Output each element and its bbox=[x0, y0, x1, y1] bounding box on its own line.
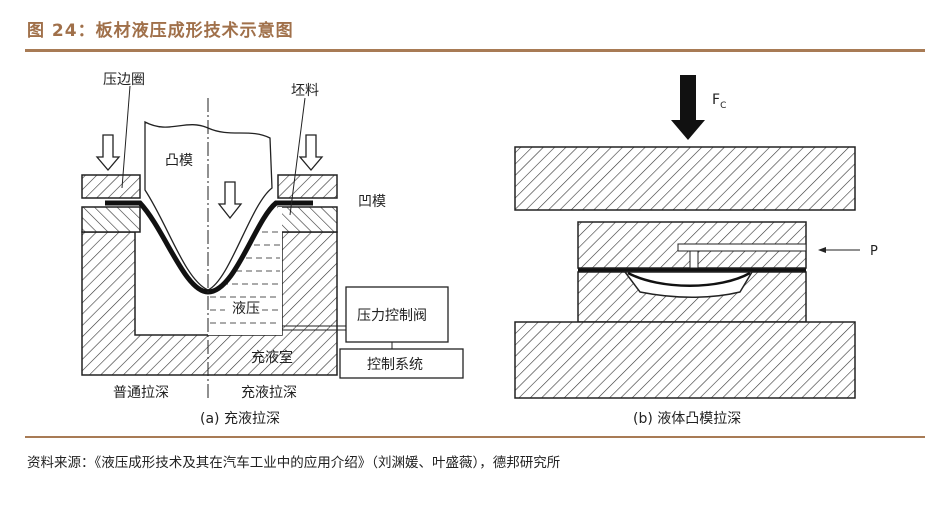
force-arrow-icon bbox=[671, 75, 705, 140]
die-top-left bbox=[81, 206, 141, 233]
pressure-valve-box bbox=[345, 286, 449, 343]
label-valve: 压力控制阀 bbox=[357, 308, 427, 324]
blank-holder-left bbox=[81, 174, 141, 199]
die-top-right bbox=[277, 206, 338, 233]
diagram-a: 压边圈 坯料 凸模 凹模 液压 充液室 压力控制阀 控制系统 普通拉深 充液拉深… bbox=[81, 72, 464, 427]
punch bbox=[144, 120, 273, 291]
pressure-label: P bbox=[870, 244, 878, 259]
figure-title: 图 24：板材液压成形技术示意图 bbox=[27, 21, 294, 41]
label-die: 凹模 bbox=[358, 194, 386, 210]
inlet-channel bbox=[677, 243, 807, 252]
down-arrow-icon bbox=[298, 134, 324, 172]
liquid-dashes bbox=[210, 231, 280, 324]
label-hydraulic: 液压 bbox=[232, 301, 260, 317]
liquid bbox=[208, 207, 282, 335]
force-label: FC bbox=[712, 92, 726, 111]
label-blank: 坯料 bbox=[291, 83, 319, 99]
control-system-box bbox=[339, 348, 464, 379]
label-hydro: 充液拉深 bbox=[241, 385, 297, 401]
label-chamber: 充液室 bbox=[251, 349, 293, 366]
down-arrow-icon bbox=[95, 134, 121, 172]
caption-b: (b) 液体凸模拉深 bbox=[633, 411, 741, 427]
caption-a: (a) 充液拉深 bbox=[200, 411, 280, 427]
bottom-plate bbox=[514, 321, 856, 399]
label-punch: 凸模 bbox=[165, 153, 193, 169]
label-conventional: 普通拉深 bbox=[113, 385, 169, 401]
label-control: 控制系统 bbox=[367, 357, 423, 373]
bottom-divider bbox=[25, 436, 925, 438]
source-note: 资料来源：《液压成形技术及其在汽车工业中的应用介绍》（刘渊媛、叶盛薇），德邦研究… bbox=[27, 455, 561, 471]
label-blank-holder: 压边圈 bbox=[103, 72, 145, 88]
diagram-b: FC P (b) 液体凸模拉深 bbox=[514, 75, 878, 427]
upper-plate bbox=[514, 146, 856, 211]
top-divider bbox=[25, 49, 925, 52]
blank-holder-right bbox=[277, 174, 338, 199]
down-arrow-icon bbox=[217, 181, 243, 220]
pressure-arrow-icon bbox=[818, 247, 826, 253]
